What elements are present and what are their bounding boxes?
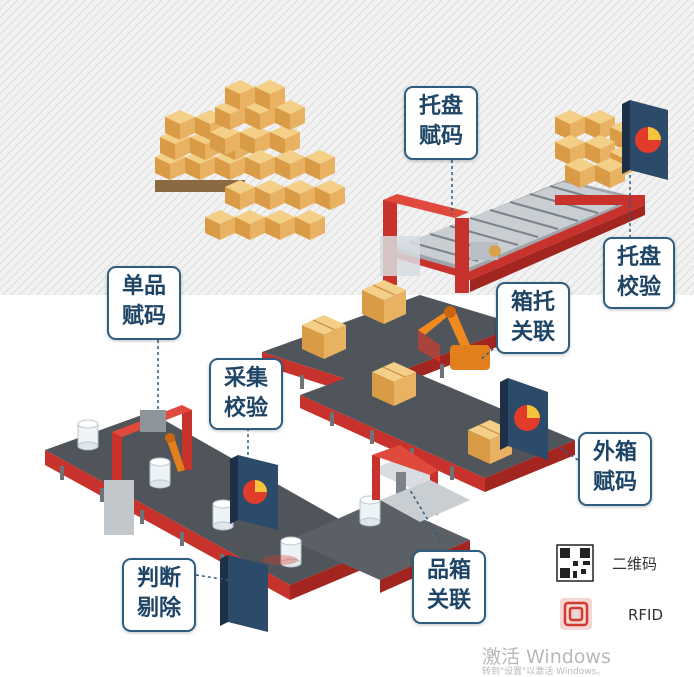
small-robot	[165, 433, 185, 472]
product-box-station	[370, 445, 470, 522]
callout-product-box-link: 品箱 关联	[412, 550, 486, 624]
callout-pallet-coding-line2: 赋码	[418, 124, 463, 149]
scanner-panel-collect-check	[230, 455, 278, 530]
callout-outer-box-coding-line2: 赋码	[592, 470, 637, 495]
scanner-panel-top-right	[622, 100, 668, 180]
qr-code-icon	[556, 544, 594, 582]
windows-activation-subtitle: 转到"设置"以激活 Windows。	[482, 667, 606, 677]
callout-unit-coding-line2: 赋码	[121, 304, 166, 329]
can-2	[149, 457, 171, 489]
windows-activation-watermark: 激活 Windows	[482, 646, 611, 668]
callout-box-pallet-link: 箱托 关联	[496, 282, 570, 354]
callout-box-pallet-link-line1: 箱托	[510, 290, 555, 315]
callout-judge-reject: 判断 剔除	[122, 558, 196, 632]
callout-outer-box-coding-line1: 外箱	[592, 440, 637, 465]
callout-pallet-check-line1: 托盘	[616, 245, 661, 270]
callout-product-box-link-line1: 品箱	[426, 558, 471, 583]
legend-rfid-label: RFID	[628, 606, 664, 624]
pallet-of-boxes	[555, 110, 645, 205]
legend-qr-label: 二维码	[612, 555, 658, 573]
callout-unit-coding-line1: 单品	[121, 274, 166, 299]
callout-pallet-coding: 托盘 赋码	[404, 86, 478, 160]
callout-collect-check-line2: 校验	[223, 396, 268, 421]
rfid-icon	[560, 598, 592, 630]
callout-box-pallet-link-line2: 关联	[510, 320, 555, 345]
callout-unit-coding: 单品 赋码	[107, 266, 181, 340]
pallet-coding-gantry	[380, 194, 501, 293]
reject-unit	[220, 555, 298, 632]
robot-arm	[418, 306, 490, 370]
callout-pallet-check: 托盘 校验	[603, 237, 675, 309]
callout-judge-reject-line2: 剔除	[136, 596, 181, 621]
can-5	[359, 495, 381, 527]
unit-coding-gantry	[104, 405, 192, 535]
callout-product-box-link-line2: 关联	[426, 588, 471, 613]
callout-outer-box-coding: 外箱 赋码	[578, 432, 652, 506]
callout-judge-reject-line1: 判断	[136, 566, 181, 591]
callout-pallet-coding-line1: 托盘	[418, 94, 463, 119]
can-1	[77, 419, 99, 451]
box-stack-left	[155, 110, 250, 192]
callout-collect-check: 采集 校验	[209, 358, 283, 430]
callout-collect-check-line1: 采集	[223, 366, 268, 391]
scanner-panel-outer-box	[500, 378, 548, 460]
callout-pallet-check-line2: 校验	[616, 275, 661, 300]
